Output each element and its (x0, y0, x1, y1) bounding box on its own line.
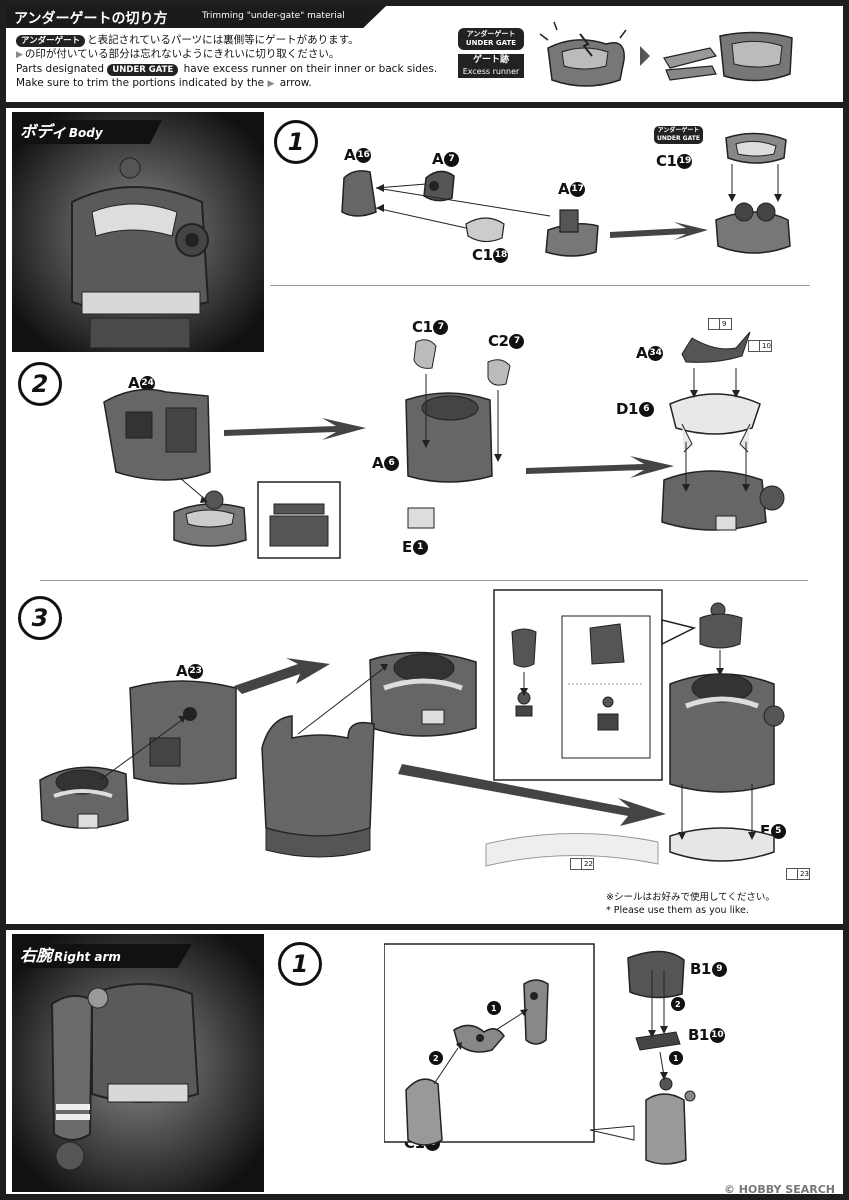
step3-diagram (39, 589, 785, 867)
step-number-arm-1: 1 (278, 942, 322, 986)
ug-label-en: UNDER GATE (465, 39, 517, 47)
watermark: © HOBBY SEARCH (723, 1183, 835, 1196)
header-title-jp: アンダーゲートの切り方 (14, 11, 168, 27)
arm-step1-diagram: 1 2 2 1 (384, 943, 696, 1165)
seq-1-outer: 1 (673, 1054, 679, 1063)
seq-2-outer: 2 (675, 1000, 681, 1009)
header-line-4b: arrow. (279, 77, 312, 89)
ug-mark-en: Excess runner (458, 67, 524, 78)
under-gate-illustration (539, 21, 793, 87)
under-gate-pill-jp: アンダーゲート (16, 35, 86, 47)
header-line-3b: have excess runner on their inner or bac… (183, 63, 438, 75)
triangle-icon: ▶ (267, 79, 275, 89)
triangle-icon: ▶ (16, 50, 23, 60)
sticker-note-en: * Please use them as you like. (606, 905, 749, 916)
sticker-ref-9: 9 (708, 318, 732, 330)
step2-diagram (103, 331, 785, 559)
right-arm-tab-en: Right arm (54, 950, 121, 964)
right-arm-photo-image (12, 934, 264, 1192)
sticker-note-jp: ※シールはお好みで使用してください。 (606, 892, 775, 903)
header-description: アンダーゲートと表記されているパーツには裏側等にゲートがあります。 ▶の印が付い… (16, 33, 446, 91)
body-photo (12, 112, 264, 352)
sticker-ref-10: 10 (748, 340, 772, 352)
body-photo-image (12, 112, 264, 352)
body-tab-en: Body (68, 126, 103, 140)
ug-label-jp: アンダーゲート (466, 30, 516, 38)
divider-1 (270, 285, 810, 286)
step-number-body-1: 1 (274, 120, 318, 164)
header-title-en: Trimming "under-gate" material (202, 11, 345, 21)
step-number-body-2: 2 (18, 362, 62, 406)
right-arm-photo (12, 934, 264, 1192)
step1-diagram (341, 132, 791, 257)
under-gate-pill-en: UNDER GATE (107, 64, 179, 76)
header-line-1: と表記されているパーツには裏側等にゲートがあります。 (87, 34, 359, 46)
under-gate-instructions: アンダーゲートの切り方 Trimming "under-gate" materi… (6, 6, 843, 102)
seq-2-inner: 2 (433, 1054, 439, 1063)
seq-1-inner: 1 (491, 1004, 497, 1013)
right-arm-tab-jp: 右腕 (20, 946, 53, 965)
header-line-2: の印が付いている部分は忘れないようにきれいに切り取ください。 (24, 48, 340, 60)
sticker-ref-23: 23 (786, 868, 810, 880)
header-title-bar (6, 6, 386, 28)
ug-mark-jp: ゲート跡 (458, 54, 524, 67)
divider-2 (40, 580, 808, 581)
header-line-3a: Parts designated (16, 63, 105, 75)
sticker-ref-22: 22 (570, 858, 594, 870)
body-tab-jp: ボディ (20, 122, 67, 141)
step-number-body-3: 3 (18, 596, 62, 640)
header-line-4a: Make sure to trim the portions indicated… (16, 77, 265, 89)
